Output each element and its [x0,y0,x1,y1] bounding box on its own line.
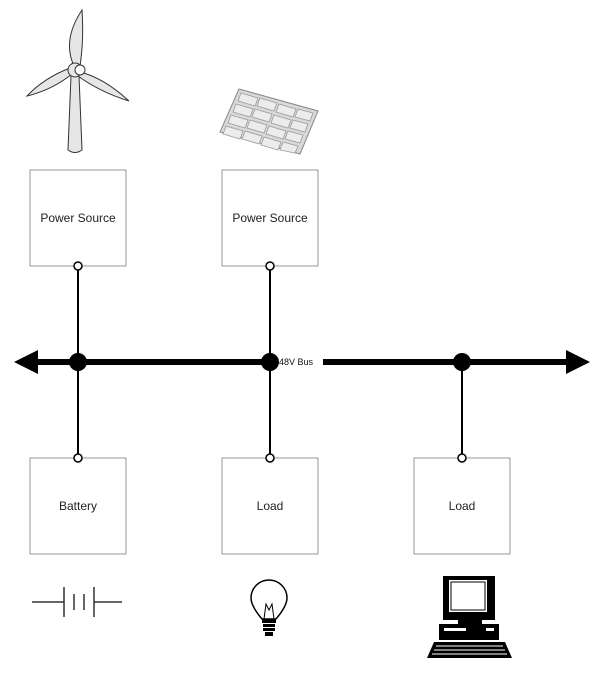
wind-turbine-icon [25,8,130,153]
bus-arrow-left [14,350,38,374]
load-box-computer [413,457,511,555]
battery-label: Battery [59,499,97,513]
bus-label: 48V Bus [279,357,314,367]
load-label-light: Load [257,499,284,513]
port-circles [73,261,467,463]
power-source-box-wind [29,169,127,267]
bus-arrow-right [566,350,590,374]
light-bulb-icon [250,579,288,636]
power-source-label-solar: Power Source [232,211,308,225]
battery-box [29,457,127,555]
bus-junctions [69,353,471,371]
load-box-light [221,457,319,555]
solar-panel-icon [219,88,319,155]
power-source-box-solar [221,169,319,267]
computer-icon [427,576,512,658]
load-label-computer: Load [449,499,476,513]
power-source-label-wind: Power Source [40,211,116,225]
battery-symbol-icon [32,587,122,617]
